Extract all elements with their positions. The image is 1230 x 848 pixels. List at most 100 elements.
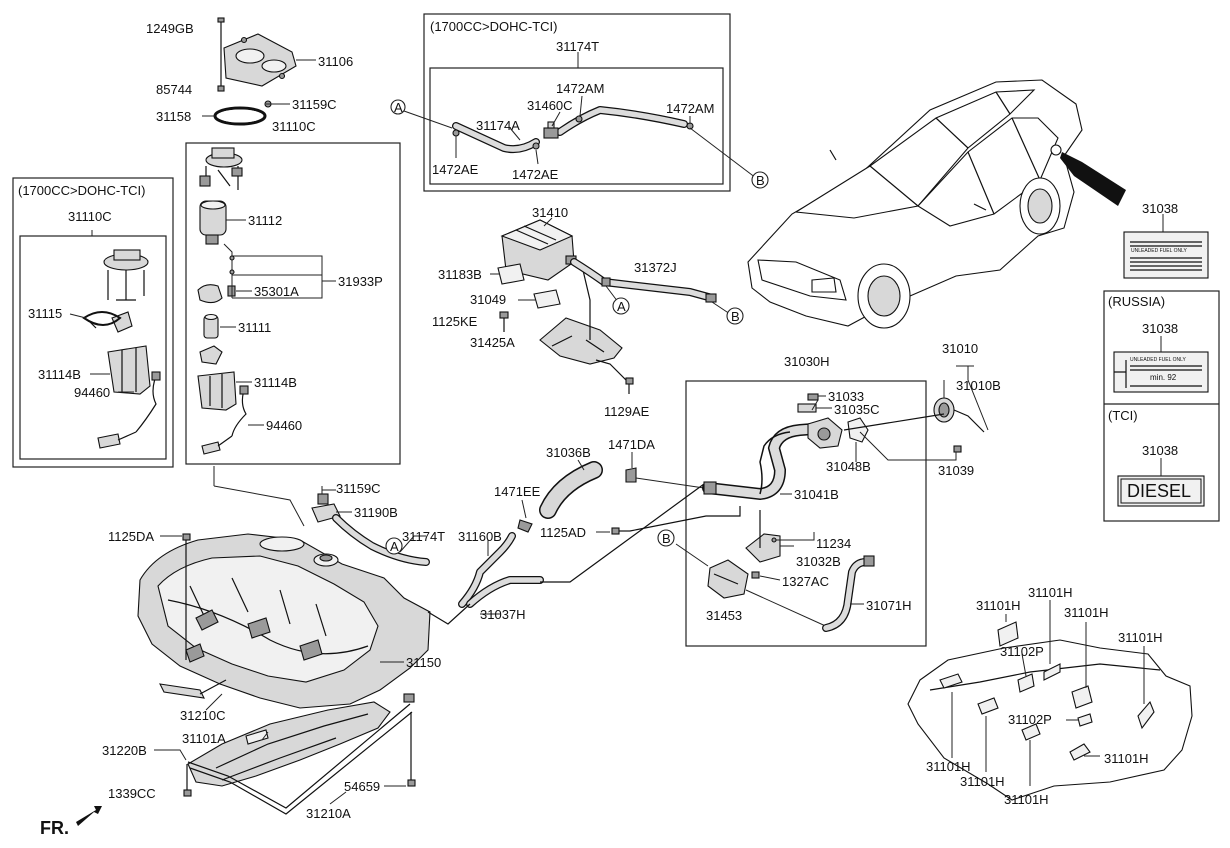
nut-54659 bbox=[407, 712, 416, 787]
leader-pads bbox=[490, 273, 536, 301]
callout-B-canister bbox=[726, 307, 744, 325]
label-31032B: 31032B bbox=[796, 554, 841, 569]
leader-31410 bbox=[543, 217, 553, 227]
car-illustration bbox=[747, 79, 1083, 329]
label-31049: 31049 bbox=[470, 292, 506, 307]
label-31033: 31033 bbox=[828, 389, 864, 404]
clamp-1471DA bbox=[625, 467, 637, 483]
diesel-label: DIESEL bbox=[1117, 475, 1205, 507]
cap-to-neck bbox=[843, 413, 945, 431]
front-direction-label: FR. bbox=[40, 818, 69, 838]
label-1327AC: 1327AC bbox=[782, 574, 829, 589]
label-31115: 31115 bbox=[28, 306, 62, 321]
label-11234: 11234 bbox=[816, 536, 851, 551]
label-31101H-3: 31101H bbox=[1064, 605, 1109, 620]
filler-neck-31041B bbox=[702, 422, 832, 501]
label-31933P: 31933P bbox=[338, 274, 383, 289]
inset-reservoir-31114B bbox=[107, 345, 151, 395]
front-arrow-icon bbox=[76, 806, 102, 826]
gasket-31048B bbox=[847, 417, 869, 462]
label-31160B: 31160B bbox=[458, 529, 502, 544]
label-variants-frame bbox=[1103, 290, 1220, 522]
label-31112: 31112 bbox=[248, 213, 282, 228]
pump-inset-header: (1700CC>DOHC-TCI) bbox=[18, 183, 146, 198]
callout-B-vent-text: B bbox=[756, 173, 765, 188]
bolt-1249GB bbox=[217, 17, 225, 34]
leader-31190B bbox=[322, 489, 352, 513]
label-1472AE-b: 1472AE bbox=[512, 167, 559, 182]
leader-1471DA bbox=[631, 452, 705, 489]
russia-octane-text: min. 92 bbox=[1150, 373, 1177, 382]
pad-leaders-31102P bbox=[1021, 653, 1078, 721]
pump-cover-31106 bbox=[223, 33, 297, 87]
reservoir-cup-31114B bbox=[197, 371, 237, 411]
label-31150: 31150 bbox=[406, 655, 441, 670]
canister-bracket-31425A bbox=[539, 317, 629, 383]
vent-inset-header: (1700CC>DOHC-TCI) bbox=[430, 19, 558, 34]
canister-hose-clamp bbox=[601, 277, 611, 287]
pump-inset-frame bbox=[12, 177, 174, 468]
leader-31101A bbox=[261, 731, 269, 741]
pad-31101A bbox=[245, 729, 269, 745]
filler-assembly-frame bbox=[685, 380, 927, 647]
callout-A-tank bbox=[385, 537, 403, 555]
filler-head bbox=[807, 417, 843, 449]
vent-inset-frame bbox=[423, 13, 731, 192]
strap-31210C bbox=[159, 679, 227, 699]
tci-header: (TCI) bbox=[1108, 408, 1138, 423]
label-31174T-mid: 31174T bbox=[402, 529, 445, 544]
tank-pads-view bbox=[907, 621, 1193, 801]
label-31038-russia: 31038 bbox=[1142, 321, 1178, 336]
bolt-1129AE bbox=[625, 377, 634, 394]
pump-motor-31111 bbox=[203, 313, 219, 339]
bolt-1125AD bbox=[611, 506, 741, 535]
canister-strap bbox=[581, 265, 591, 340]
regulator-35301A bbox=[197, 284, 236, 304]
fuel-tank-31150 bbox=[137, 533, 431, 709]
label-31372J: 31372J bbox=[634, 260, 677, 275]
bolt-1125KE bbox=[499, 311, 509, 332]
inset-sender-94460 bbox=[97, 371, 161, 449]
clamp-1472AE-b bbox=[532, 142, 540, 150]
label-31114B-main: 31114B bbox=[254, 375, 297, 390]
label-31101H-6: 31101H bbox=[960, 774, 1005, 789]
label-1249GB: 1249GB bbox=[146, 21, 194, 36]
label-31038-car: 31038 bbox=[1142, 201, 1178, 216]
label-35301A: 35301A bbox=[254, 284, 299, 299]
vent-inset-inner-frame bbox=[429, 67, 724, 185]
label-31041B: 31041B bbox=[794, 487, 839, 502]
label-31101H-4: 31101H bbox=[1118, 630, 1163, 645]
label-31210C: 31210C bbox=[180, 708, 226, 723]
part-labels: 1249GB 31106 85744 31159C 31158 31110C 3… bbox=[28, 21, 1178, 821]
callout-B-filler-text: B bbox=[662, 531, 671, 546]
pad-leaders-lower bbox=[951, 692, 1100, 786]
vent-leader-B bbox=[689, 127, 757, 179]
label-1471DA: 1471DA bbox=[608, 437, 655, 452]
screw-31039 bbox=[859, 431, 962, 461]
callout-A-tank-text: A bbox=[390, 539, 399, 554]
label-31174T-top: 31174T bbox=[556, 39, 599, 54]
label-31071H: 31071H bbox=[866, 598, 912, 613]
label-94460-main: 94460 bbox=[266, 418, 302, 433]
label-31048B: 31048B bbox=[826, 459, 871, 474]
callout-A-canister bbox=[612, 297, 630, 315]
label-31210A: 31210A bbox=[306, 806, 351, 821]
label-31425A: 31425A bbox=[470, 335, 515, 350]
label-31101H-2: 31101H bbox=[1028, 585, 1073, 600]
clamp-1471EE bbox=[517, 519, 533, 533]
label-31037H: 31037H bbox=[480, 607, 526, 622]
fuel-door-callout-band bbox=[1060, 152, 1126, 206]
leader-31010 bbox=[943, 365, 989, 431]
leader-1327AC bbox=[759, 575, 781, 581]
hose-31071H-end bbox=[863, 555, 875, 567]
clamp-1472AM-a bbox=[575, 115, 583, 123]
sensor-31033 bbox=[807, 393, 826, 401]
leader-31453-B bbox=[675, 543, 831, 629]
nut-1327AC bbox=[751, 571, 760, 579]
pad-31183B bbox=[497, 263, 525, 285]
inset-pump-flange bbox=[103, 249, 149, 333]
label-1125DA: 1125DA bbox=[108, 529, 154, 544]
russia-header: (RUSSIA) bbox=[1108, 294, 1165, 309]
vent-leader-31174A bbox=[509, 127, 521, 141]
